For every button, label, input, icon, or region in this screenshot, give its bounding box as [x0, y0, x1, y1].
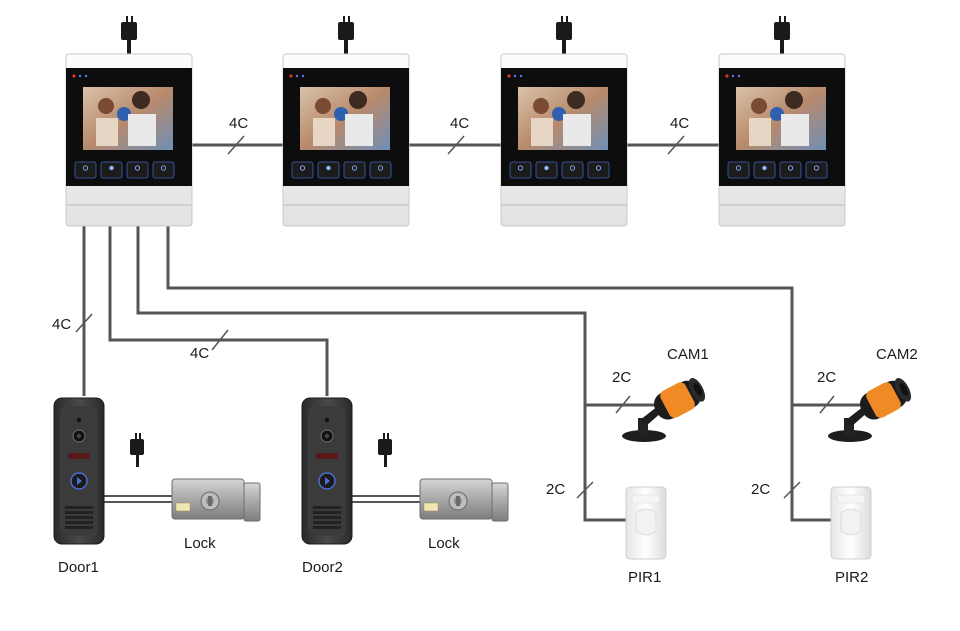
- label-pir1: PIR1: [628, 569, 661, 586]
- cctv-cameras: [622, 373, 916, 442]
- indoor-monitor-1: [65, 15, 193, 227]
- wire-label-cam2: 2C: [817, 369, 836, 386]
- pir-sensor-2: [830, 486, 872, 560]
- door-stations: [53, 397, 353, 545]
- pir-sensor-1: [625, 486, 667, 560]
- label-cam2: CAM2: [876, 346, 918, 363]
- wire-label-pir2: 2C: [751, 481, 770, 498]
- label-door1: Door1: [58, 559, 99, 576]
- wire-label-monitor-3: 4C: [670, 115, 689, 132]
- wire-label-monitor-2: 4C: [450, 115, 469, 132]
- label-door2: Door2: [302, 559, 343, 576]
- wire-label-pir1: 2C: [546, 481, 565, 498]
- wire-label-door1: 4C: [52, 316, 71, 333]
- electric-lock-1: [129, 432, 261, 522]
- device-labels: CAM1 CAM2 PIR1 PIR2 Door1 Door2 Lock Loc…: [58, 346, 918, 586]
- pir-sensors: [625, 486, 872, 560]
- wire-label-monitor-1: 4C: [229, 115, 248, 132]
- wire-label-cam1: 2C: [612, 369, 631, 386]
- cctv-camera-2: [828, 373, 916, 442]
- label-pir2: PIR2: [835, 569, 868, 586]
- wire-cam1: [136, 226, 660, 407]
- electric-lock-2: [377, 432, 509, 522]
- indoor-monitor-2: [282, 15, 410, 227]
- cctv-camera-1: [622, 373, 710, 442]
- door-station-1: [53, 397, 105, 545]
- wire-pir1: [583, 405, 630, 522]
- label-lock2: Lock: [428, 535, 460, 552]
- label-lock1: Lock: [184, 535, 216, 552]
- door-station-2: [301, 397, 353, 545]
- label-cam1: CAM1: [667, 346, 709, 363]
- indoor-monitor-3: [500, 15, 628, 227]
- wire-labels: 4C 4C 4C 4C 4C 2C 2C 2C 2C: [52, 115, 836, 498]
- wire-door2: [108, 226, 329, 396]
- indoor-monitor-4: [718, 15, 846, 227]
- wire-ticks: [75, 135, 835, 499]
- wires: [82, 143, 862, 522]
- wire-cam2: [166, 226, 862, 407]
- wire-pir2: [790, 405, 835, 522]
- wire-label-door2: 4C: [190, 345, 209, 362]
